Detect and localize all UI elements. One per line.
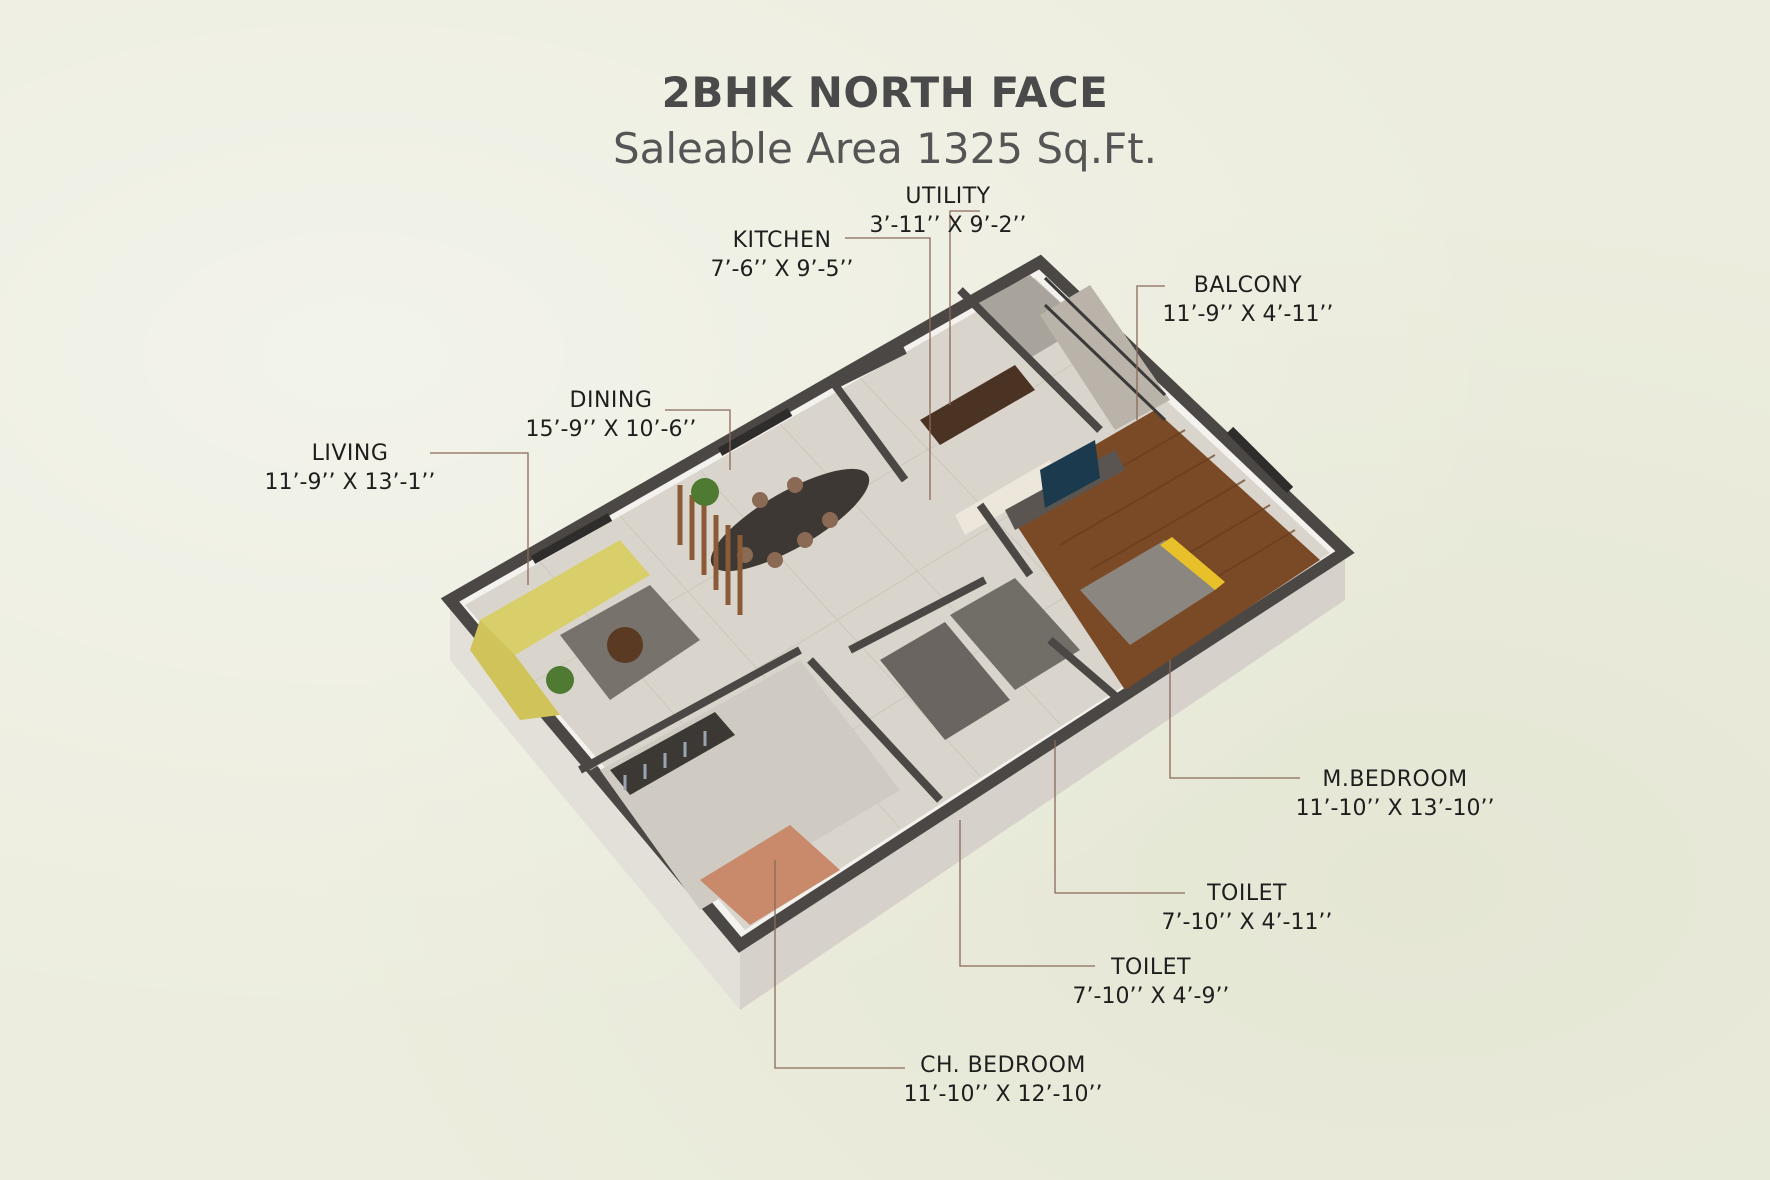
kitchen-counter (920, 365, 1060, 535)
master-bed (1080, 540, 1215, 645)
room-dimensions: 11’-9’’ X 13’-1’’ (264, 470, 436, 495)
leader-lines (430, 210, 1300, 1069)
leader-utility (949, 210, 980, 405)
room-dimensions: 7’-6’’ X 9’-5’’ (710, 257, 854, 282)
living-sofa (470, 540, 700, 720)
label-living: LIVING 11’-9’’ X 13’-1’’ (250, 440, 450, 498)
label-m-bedroom: M.BEDROOM 11’-10’’ X 13’-10’’ (1280, 766, 1510, 824)
balcony-railing (1043, 276, 1167, 422)
room-dimensions: 15’-9’’ X 10’-6’’ (525, 417, 697, 442)
leader-ch-bedroom (774, 860, 905, 1069)
interior-walls (578, 287, 1123, 803)
room-dimensions: 11’-10’’ X 13’-10’’ (1295, 796, 1495, 821)
plant-icon (546, 666, 574, 694)
leader-balcony (1136, 285, 1165, 420)
windows (530, 408, 1294, 564)
room-name: CH. BEDROOM (920, 1053, 1086, 1078)
dining-table (710, 468, 870, 572)
tv-screen (1040, 440, 1100, 508)
label-ch-bedroom: CH. BEDROOM 11’-10’’ X 12’-10’’ (883, 1052, 1123, 1110)
leader-kitchen (845, 237, 931, 500)
toilet-2-floor (880, 622, 1010, 740)
plant-icon (691, 478, 719, 506)
room-name: TOILET (1207, 881, 1287, 906)
room-name: M.BEDROOM (1322, 767, 1468, 792)
leader-living (430, 452, 529, 585)
label-utility: UTILITY 3’-11’’ X 9’-2’’ (858, 183, 1038, 241)
child-bed (700, 825, 840, 925)
leader-dining (665, 409, 731, 470)
wood-partition (677, 485, 743, 615)
leader-toilet-2 (959, 820, 1095, 967)
room-dimensions: 3’-11’’ X 9’-2’’ (869, 213, 1027, 238)
label-toilet-1: TOILET 7’-10’’ X 4’-11’’ (1137, 880, 1357, 938)
label-balcony: BALCONY 11’-9’’ X 4’-11’’ (1138, 272, 1358, 330)
toilet-1-floor (950, 578, 1080, 690)
room-name: LIVING (311, 441, 389, 466)
page-subtitle: Saleable Area 1325 Sq.Ft. (612, 124, 1158, 173)
leader-m-bedroom (1169, 660, 1300, 779)
room-dimensions: 11’-10’’ X 12’-10’’ (903, 1082, 1103, 1107)
room-name: UTILITY (905, 184, 991, 209)
room-name: DINING (569, 388, 653, 413)
label-toilet-2: TOILET 7’-10’’ X 4’-9’’ (1041, 954, 1261, 1012)
leader-toilet-1 (1054, 740, 1185, 894)
room-dimensions: 11’-9’’ X 4’-11’’ (1162, 302, 1334, 327)
room-dimensions: 7’-10’’ X 4’-9’’ (1072, 984, 1230, 1009)
room-name: TOILET (1111, 955, 1191, 980)
room-name: BALCONY (1193, 273, 1303, 298)
room-name: KITCHEN (732, 228, 832, 253)
child-bedroom-floor (600, 660, 900, 910)
label-dining: DINING 15’-9’’ X 10’-6’’ (501, 387, 721, 445)
label-kitchen: KITCHEN 7’-6’’ X 9’-5’’ (682, 227, 882, 285)
page-title: 2BHK NORTH FACE (661, 68, 1109, 117)
room-dimensions: 7’-10’’ X 4’-11’’ (1161, 910, 1333, 935)
